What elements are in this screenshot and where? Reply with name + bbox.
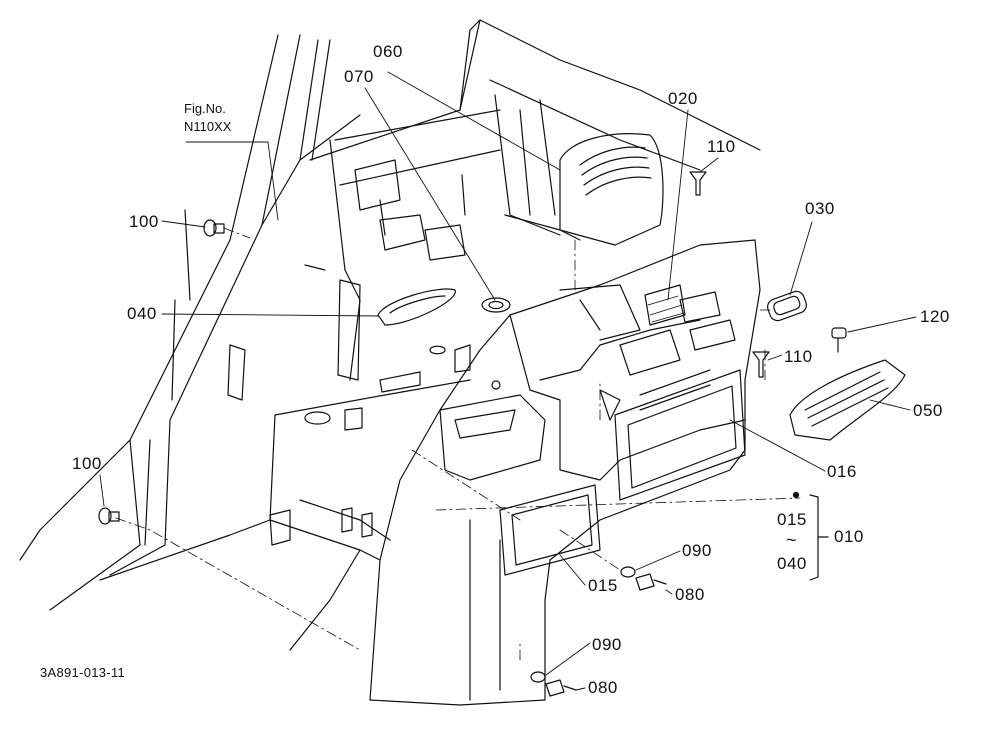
bolt-100b [98, 507, 120, 525]
callout-060: 060 [373, 42, 403, 61]
callout-015-bottom: 015 [588, 576, 618, 595]
part-060-cushion [559, 133, 664, 246]
part-020-plate [644, 284, 686, 326]
bolt-080a [635, 573, 667, 591]
callout-070: 070 [344, 67, 374, 86]
console-cover [369, 239, 761, 706]
part-015-plates [499, 369, 746, 576]
callout-100-bottom: 100 [72, 454, 102, 473]
brackets [227, 159, 466, 401]
callout-040-range-end: 040 [777, 554, 807, 573]
leader-lines [99, 71, 917, 691]
callout-080-bottom: 080 [588, 678, 618, 697]
callout-110-mid: 110 [784, 347, 813, 366]
callout-010: 010 [834, 527, 864, 546]
part-070-grommet [481, 297, 511, 390]
callout-016: 016 [827, 462, 857, 481]
callout-110-top: 110 [707, 137, 736, 156]
part-030-grommet [767, 290, 807, 322]
bolt-100a [203, 219, 225, 237]
rear-wall [309, 19, 761, 381]
callout-120: 120 [920, 307, 950, 326]
bolt-080b [545, 679, 577, 697]
callout-015-range-start: 015 [777, 510, 807, 529]
callout-030: 030 [805, 199, 835, 218]
callout-090-bottom: 090 [592, 635, 622, 654]
group-bracket-010 [792, 491, 829, 581]
callout-090-mid: 090 [682, 541, 712, 560]
figure-caption-line1: Fig.No. [184, 101, 226, 116]
figure-caption: Fig.No. N110XX [184, 100, 231, 136]
pin-110a [689, 171, 707, 196]
drawing-code: 3A891-013-11 [40, 665, 126, 680]
callout-020: 020 [668, 89, 698, 108]
floor-base [99, 344, 471, 651]
part-050-pad [789, 359, 906, 441]
washer-090a [620, 566, 636, 578]
range-separator: ~ [786, 530, 797, 550]
callout-100-top: 100 [129, 212, 159, 231]
fasteners [98, 171, 847, 697]
pin-110b [752, 351, 770, 378]
callout-050: 050 [913, 401, 943, 420]
washer-090b [530, 671, 546, 683]
callout-040: 040 [127, 304, 157, 323]
callout-080-mid: 080 [675, 585, 705, 604]
part-040-slot [377, 288, 456, 326]
cab-frame [19, 34, 361, 611]
figure-caption-line2: N110XX [184, 119, 232, 134]
projection-lines [115, 227, 801, 661]
screw-120 [831, 327, 847, 353]
